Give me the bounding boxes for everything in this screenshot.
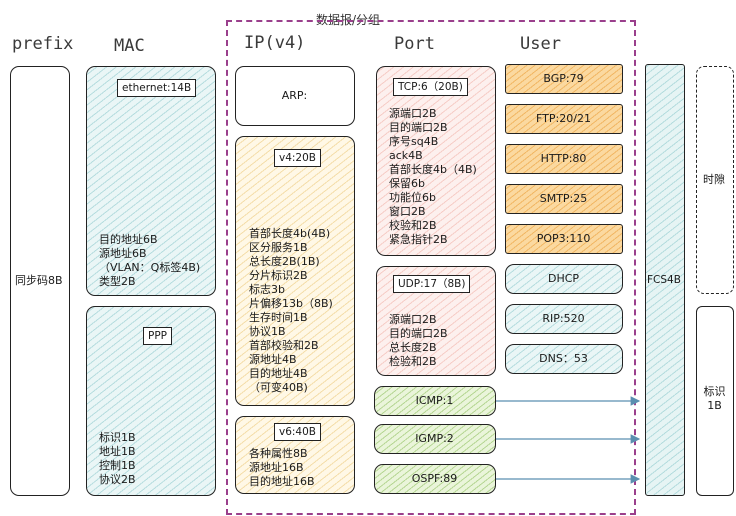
ethernet-line: 类型2B <box>99 275 136 288</box>
fcs-label: FCS4B <box>647 274 681 286</box>
ipv4-line: 标志3b <box>249 283 285 296</box>
pop3-box: POP3:110 <box>505 224 623 254</box>
tcp-box: TCP:6（20B) 源端口2B 目的端口2B 序号sq4B ack4B 首部长… <box>376 66 496 256</box>
ipv4-line: 目的地址4B <box>249 367 308 380</box>
ethernet-line: 源地址6B <box>99 247 147 260</box>
dns-label: DNS：53 <box>539 352 588 365</box>
ethernet-box: ethernet:14B 目的地址6B 源地址6B （VLAN：Q标签4B) 类… <box>86 66 216 296</box>
ppp-line: 标识1B <box>99 431 136 444</box>
ipv4-box: v4:20B 首部长度4b(4B) 区分服务1B 总长度2B(1B) 分片标识2… <box>235 136 355 406</box>
arp-box: ARP: <box>235 66 355 126</box>
ipv4-line: 片偏移13b（8B) <box>249 297 333 310</box>
tcp-line: 校验和2B <box>389 219 437 232</box>
bgp-box: BGP:79 <box>505 64 623 94</box>
ethernet-line: （VLAN：Q标签4B) <box>99 261 201 274</box>
header-user: User <box>520 34 561 54</box>
header-prefix: prefix <box>12 34 74 54</box>
arp-label: ARP: <box>281 89 308 102</box>
udp-box: UDP:17（8B) 源端口2B 目的端口2B 总长度2B 检验和2B <box>376 266 496 376</box>
http-box: HTTP:80 <box>505 144 623 174</box>
ipv6-line: 各种属性8B <box>249 447 308 460</box>
ipv4-line: 分片标识2B <box>249 269 308 282</box>
ipv6-box: v6:40B 各种属性8B 源地址16B 目的地址16B <box>235 416 355 494</box>
ipv4-line: 协议1B <box>249 325 286 338</box>
flag-box: 标识 1B <box>696 306 734 496</box>
ipv4-line: 首部长度4b(4B) <box>249 227 331 240</box>
udp-tag: UDP:17（8B) <box>393 275 471 293</box>
icmp-label: ICMP:1 <box>415 394 454 407</box>
tcp-line: 首部长度4b（4B) <box>389 163 477 176</box>
udp-line: 检验和2B <box>389 355 437 368</box>
gap-label: 时隙 <box>703 173 725 186</box>
prefix-box: 同步码8B <box>10 66 70 496</box>
ipv4-line: 总长度2B(1B) <box>249 255 320 268</box>
ppp-line: 地址1B <box>99 445 136 458</box>
ipv4-line: 首部校验和2B <box>249 339 319 352</box>
smtp-label: SMTP:25 <box>539 192 588 205</box>
ipv4-line: 源地址4B <box>249 353 297 366</box>
packet-frame <box>226 20 636 515</box>
rip-box: RIP:520 <box>505 304 623 334</box>
tcp-line: 紧急指针2B <box>389 233 448 246</box>
ipv6-line: 目的地址16B <box>249 475 315 488</box>
ppp-line: 协议2B <box>99 473 136 486</box>
tcp-line: 源端口2B <box>389 107 437 120</box>
tcp-line: 窗口2B <box>389 205 426 218</box>
ipv4-line: （可变40B) <box>249 381 308 394</box>
ipv6-tag: v6:40B <box>274 423 321 441</box>
http-label: HTTP:80 <box>540 152 587 165</box>
header-mac: MAC <box>114 36 145 56</box>
bgp-label: BGP:79 <box>543 72 584 85</box>
igmp-box: IGMP:2 <box>374 424 496 454</box>
ospf-label: OSPF:89 <box>411 472 458 485</box>
ethernet-tag: ethernet:14B <box>117 79 197 97</box>
dhcp-label: DHCP <box>547 272 580 285</box>
ipv4-line: 区分服务1B <box>249 241 308 254</box>
header-port: Port <box>394 34 435 54</box>
tcp-line: 目的端口2B <box>389 121 448 134</box>
fcs-box: FCS4B <box>645 64 685 496</box>
tcp-line: 功能位6b <box>389 191 436 204</box>
ethernet-line: 目的地址6B <box>99 233 158 246</box>
ospf-box: OSPF:89 <box>374 464 496 494</box>
header-ip: IP(v4) <box>244 33 306 53</box>
ppp-box: PPP 标识1B 地址1B 控制1B 协议2B <box>86 306 216 496</box>
gap-box: 时隙 <box>696 66 734 294</box>
igmp-label: IGMP:2 <box>415 432 454 445</box>
dhcp-box: DHCP <box>505 264 623 294</box>
udp-line: 源端口2B <box>389 313 437 326</box>
udp-line: 目的端口2B <box>389 327 448 340</box>
ipv6-line: 源地址16B <box>249 461 304 474</box>
ppp-tag: PPP <box>143 327 172 345</box>
tcp-line: 序号sq4B <box>389 135 439 148</box>
prefix-label: 同步码8B <box>15 274 63 287</box>
udp-line: 总长度2B <box>389 341 437 354</box>
ppp-line: 控制1B <box>99 459 136 472</box>
ipv4-line: 生存时间1B <box>249 311 308 324</box>
ipv4-tag: v4:20B <box>274 149 321 167</box>
icmp-box: ICMP:1 <box>374 386 496 416</box>
flag-label: 标识 1B <box>703 385 726 412</box>
ftp-box: FTP:20/21 <box>505 104 623 134</box>
smtp-box: SMTP:25 <box>505 184 623 214</box>
pop3-label: POP3:110 <box>536 232 591 245</box>
tcp-tag: TCP:6（20B) <box>393 78 468 96</box>
rip-label: RIP:520 <box>542 312 585 325</box>
tcp-line: ack4B <box>389 149 423 162</box>
ftp-label: FTP:20/21 <box>536 112 591 125</box>
tcp-line: 保留6b <box>389 177 425 190</box>
dns-box: DNS：53 <box>505 344 623 374</box>
